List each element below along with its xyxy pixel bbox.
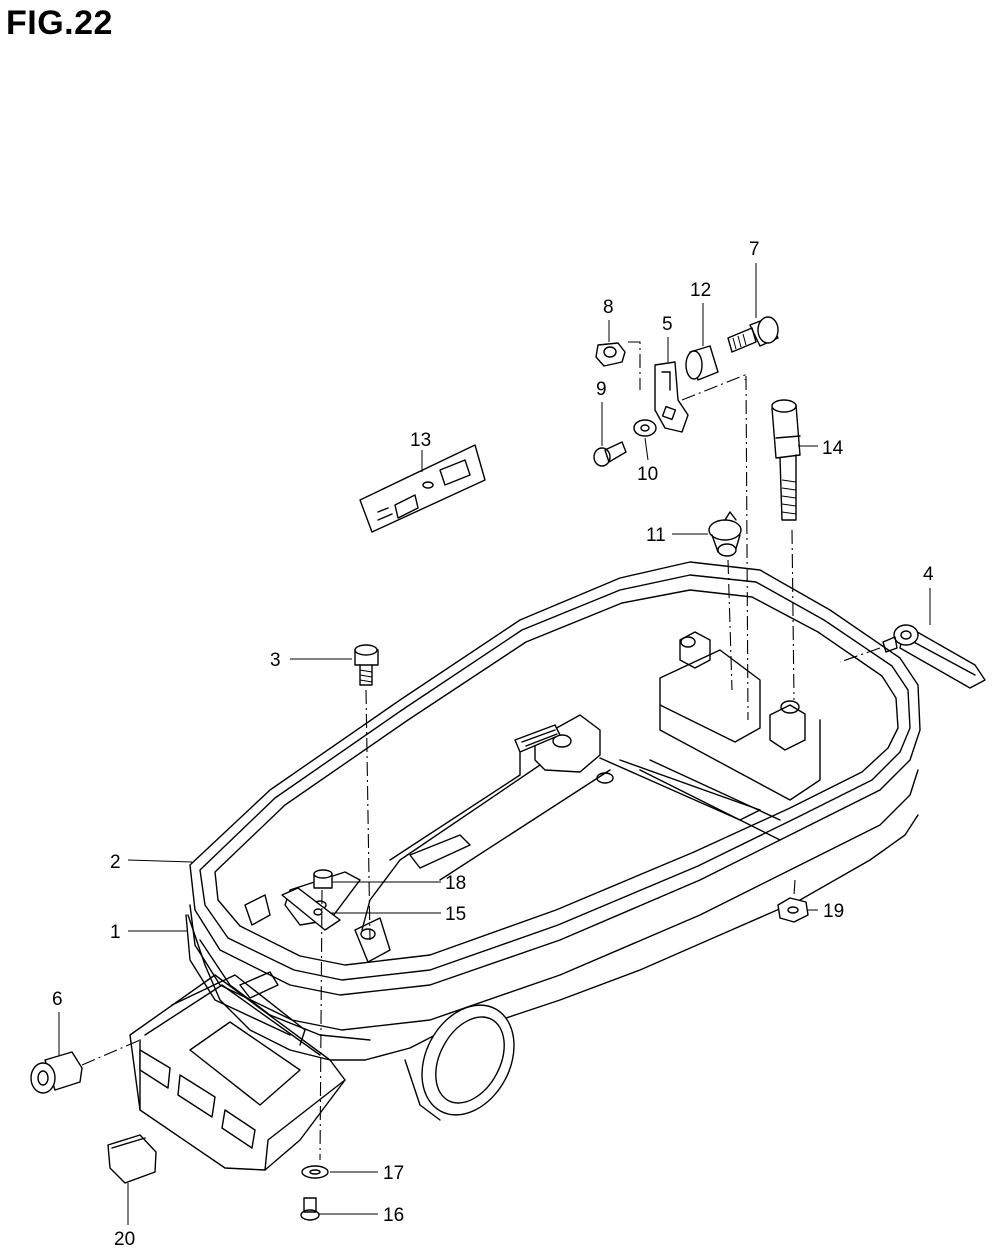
label-part-13	[359, 444, 486, 533]
callout-3: 3	[270, 650, 281, 671]
bolt-part-3	[354, 644, 379, 686]
washer-part-10	[633, 419, 657, 437]
callout-13: 13	[410, 430, 431, 451]
callout-11: 11	[646, 525, 666, 546]
handle-part-14	[771, 399, 801, 521]
screw-part-9	[593, 441, 627, 467]
seal-rings	[185, 561, 921, 1036]
callout-14: 14	[822, 438, 844, 459]
figure-title: FIG.22	[6, 4, 113, 42]
screw-part-16	[300, 1197, 320, 1221]
washer-part-17	[301, 1165, 329, 1179]
callout-6: 6	[52, 989, 63, 1010]
collar-part-18	[313, 869, 333, 889]
callout-labels: 1 2 3 4 5 6 7 8 9 10 11 12 13 14 15 16 1…	[52, 239, 934, 1250]
leader-lines	[58, 263, 931, 1225]
callout-19: 19	[823, 901, 844, 922]
callout-9: 9	[596, 379, 607, 400]
callout-5: 5	[662, 314, 673, 335]
grommet-part-6	[30, 1051, 83, 1094]
callout-16: 16	[383, 1205, 404, 1226]
bracket-part-5	[654, 361, 689, 433]
callout-12: 12	[690, 280, 711, 301]
callout-1: 1	[110, 922, 121, 943]
callout-2: 2	[110, 852, 121, 873]
screw-part-7	[727, 316, 779, 353]
nut-part-8	[595, 342, 626, 367]
bushing-part-12	[685, 345, 719, 381]
fitting-part-11	[708, 511, 742, 557]
lower-cover-body	[129, 814, 919, 1171]
nut-part-19	[777, 897, 809, 923]
callout-8: 8	[603, 297, 614, 318]
alignment-lines	[81, 341, 881, 1161]
callout-7: 7	[749, 239, 760, 260]
callout-4: 4	[923, 564, 934, 585]
callout-15: 15	[445, 904, 466, 925]
lever-part-4	[882, 624, 986, 689]
callout-17: 17	[383, 1163, 404, 1184]
plate-part-15	[281, 887, 341, 931]
callout-10: 10	[637, 464, 658, 485]
callout-18: 18	[445, 873, 466, 894]
pad-part-20	[107, 1134, 157, 1184]
callout-20: 20	[114, 1229, 135, 1250]
interior-structure	[239, 631, 821, 999]
